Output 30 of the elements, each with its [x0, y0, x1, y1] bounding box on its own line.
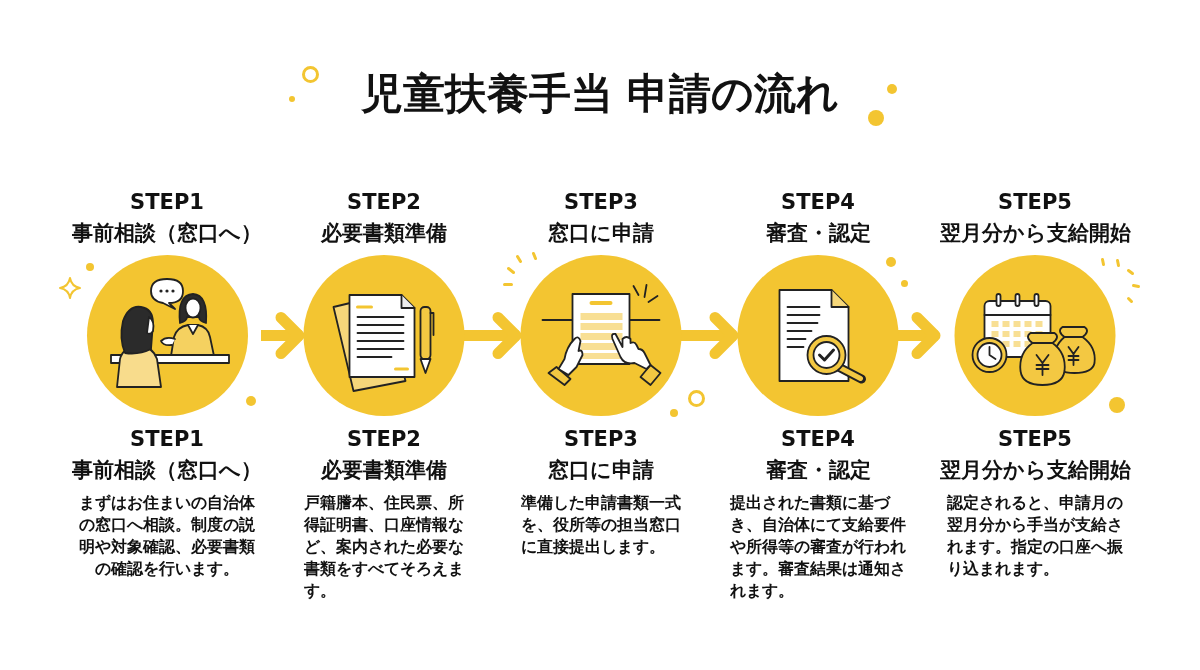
step-title: 必要書類準備: [321, 457, 447, 484]
step-description: 準備した申請書類一式を、役所等の担当窓口に直接提出します。: [521, 492, 681, 558]
title: 児童扶養手当 申請の流れ: [360, 68, 840, 120]
step-title: 必要書類準備: [321, 220, 447, 247]
arrow: [463, 312, 522, 359]
step-number: STEP1: [130, 426, 204, 453]
step-number: STEP2: [347, 189, 421, 216]
step-title: 事前相談（窓口へ）: [72, 220, 262, 247]
step-number: STEP4: [781, 426, 855, 453]
step-title: 審査・認定: [765, 220, 871, 247]
step-description: 認定されると、申請月の翌月分から手当が支給されます。指定の口座へ振り込まれます。: [947, 492, 1123, 580]
step-title: 審査・認定: [765, 457, 871, 484]
step-title: 翌月分から支給開始: [939, 457, 1131, 484]
step-number: STEP3: [564, 189, 638, 216]
step-number: STEP4: [781, 189, 855, 216]
step-title: 窓口に申請: [548, 220, 654, 247]
step-title: 翌月分から支給開始: [939, 220, 1131, 247]
step-description: まずはお住まいの自治体の窓口へ相談。制度の説明や対象確認、必要書類の確認を行います。: [79, 492, 255, 580]
arrow: [680, 312, 739, 359]
arrow: [897, 312, 941, 359]
step-number: STEP2: [347, 426, 421, 453]
step-title: 事前相談（窓口へ）: [72, 457, 262, 484]
step-number: STEP3: [564, 426, 638, 453]
arrow: [261, 312, 305, 359]
step-description: 提出された書類に基づき、自治体にて支給要件や所得等の審査が行われます。審査結果は通知されます。: [730, 492, 906, 602]
step-number: STEP5: [998, 189, 1072, 216]
step-number: STEP5: [998, 426, 1072, 453]
step-title: 窓口に申請: [548, 457, 654, 484]
step-description: 戸籍謄本、住民票、所得証明書、口座情報など、案内された必要な書類をすべてそろえます。: [304, 492, 464, 602]
step-number: STEP1: [130, 189, 204, 216]
